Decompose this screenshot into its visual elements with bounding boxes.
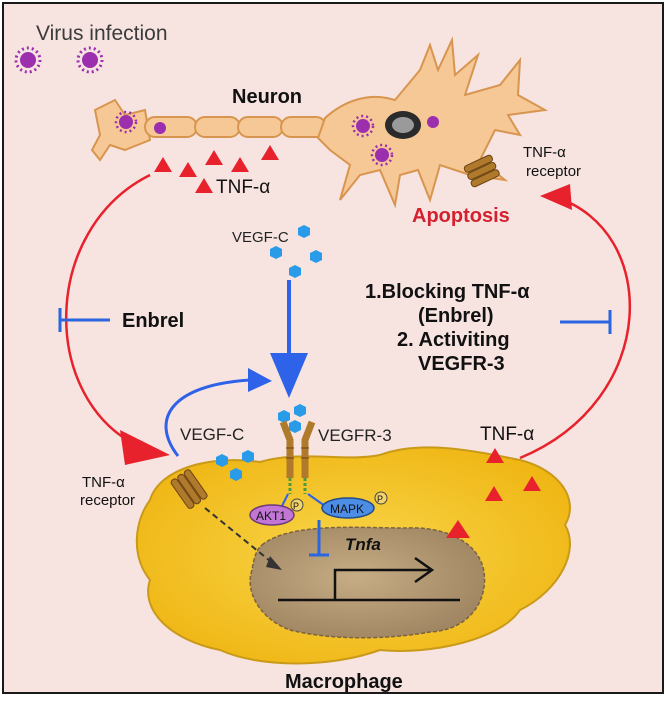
tnf-alpha-label-top: TNF-α <box>216 177 270 198</box>
tnf-receptor-label-top: TNF-α <box>523 144 566 161</box>
tnf-receptor-signal-arrow <box>204 507 276 566</box>
tnf-flow-left-arrowhead <box>120 430 170 465</box>
mapk-node: MAPK P <box>321 491 388 519</box>
strategy-line-3: 2. Activiting <box>397 329 510 351</box>
tnf-flow-right-arrow <box>519 195 632 460</box>
vegfc-autocrine-arrow <box>164 378 251 457</box>
strategy-line-2: (Enbrel) <box>418 305 494 327</box>
akt1-node: AKT1 P <box>249 498 304 526</box>
virus-icon <box>14 46 42 74</box>
virus-icon <box>370 143 394 167</box>
strategy-inhibit-icon <box>560 310 612 334</box>
virus-icon <box>427 116 439 128</box>
vegfc-molecules-top <box>270 225 322 278</box>
enbrel-inhibit-icon <box>58 308 110 332</box>
svg-text:P: P <box>377 494 383 504</box>
macrophage-label: Macrophage <box>285 671 403 693</box>
tnf-receptor-label-left-2: receptor <box>80 492 135 509</box>
virus-infection-label: Virus infection <box>36 22 168 45</box>
tnf-alpha-label-right: TNF-α <box>480 424 534 445</box>
tnf-receptor-label-top-2: receptor <box>526 163 581 180</box>
vegfr3-receptor-icon <box>279 420 316 494</box>
apoptosis-label: Apoptosis <box>412 205 510 227</box>
tnfa-gene-label: Tnfa <box>345 535 381 554</box>
tnf-alpha-molecules-macrophage <box>446 448 541 538</box>
vegfc-label-top: VEGF-C <box>232 229 289 246</box>
tnf-receptor-icon <box>463 154 500 188</box>
enbrel-label: Enbrel <box>122 310 184 332</box>
vegfc-flow-arrow <box>270 280 308 398</box>
vegfc-autocrine-arrowhead <box>248 368 272 392</box>
neuron-label: Neuron <box>232 86 302 108</box>
virus-icon <box>114 110 138 134</box>
virus-icon <box>351 114 375 138</box>
vegfc-label-bottom: VEGF-C <box>180 425 244 444</box>
tnf-flow-left-arrow <box>65 173 151 449</box>
virus-icon <box>154 122 166 134</box>
macrophage-nucleus <box>249 526 486 639</box>
strategy-line-1: 1.Blocking TNF-α <box>365 281 530 303</box>
svg-text:AKT1: AKT1 <box>256 509 286 523</box>
vegfr3-label: VEGFR-3 <box>318 426 392 445</box>
tnfa-gene-icon <box>278 556 460 602</box>
tnf-alpha-molecules <box>154 145 279 193</box>
virus-icon <box>76 46 104 74</box>
strategy-line-4: VEGFR-3 <box>418 353 505 375</box>
svg-text:MAPK: MAPK <box>330 502 364 516</box>
tnf-flow-right-arrowhead <box>540 184 572 210</box>
tnf-receptor-icon <box>170 469 208 509</box>
tnf-receptor-label-left: TNF-α <box>82 474 125 491</box>
tnfa-inhibit-icon <box>309 520 329 557</box>
vegfc-molecules-bottom <box>216 404 306 481</box>
svg-text:P: P <box>293 501 299 511</box>
